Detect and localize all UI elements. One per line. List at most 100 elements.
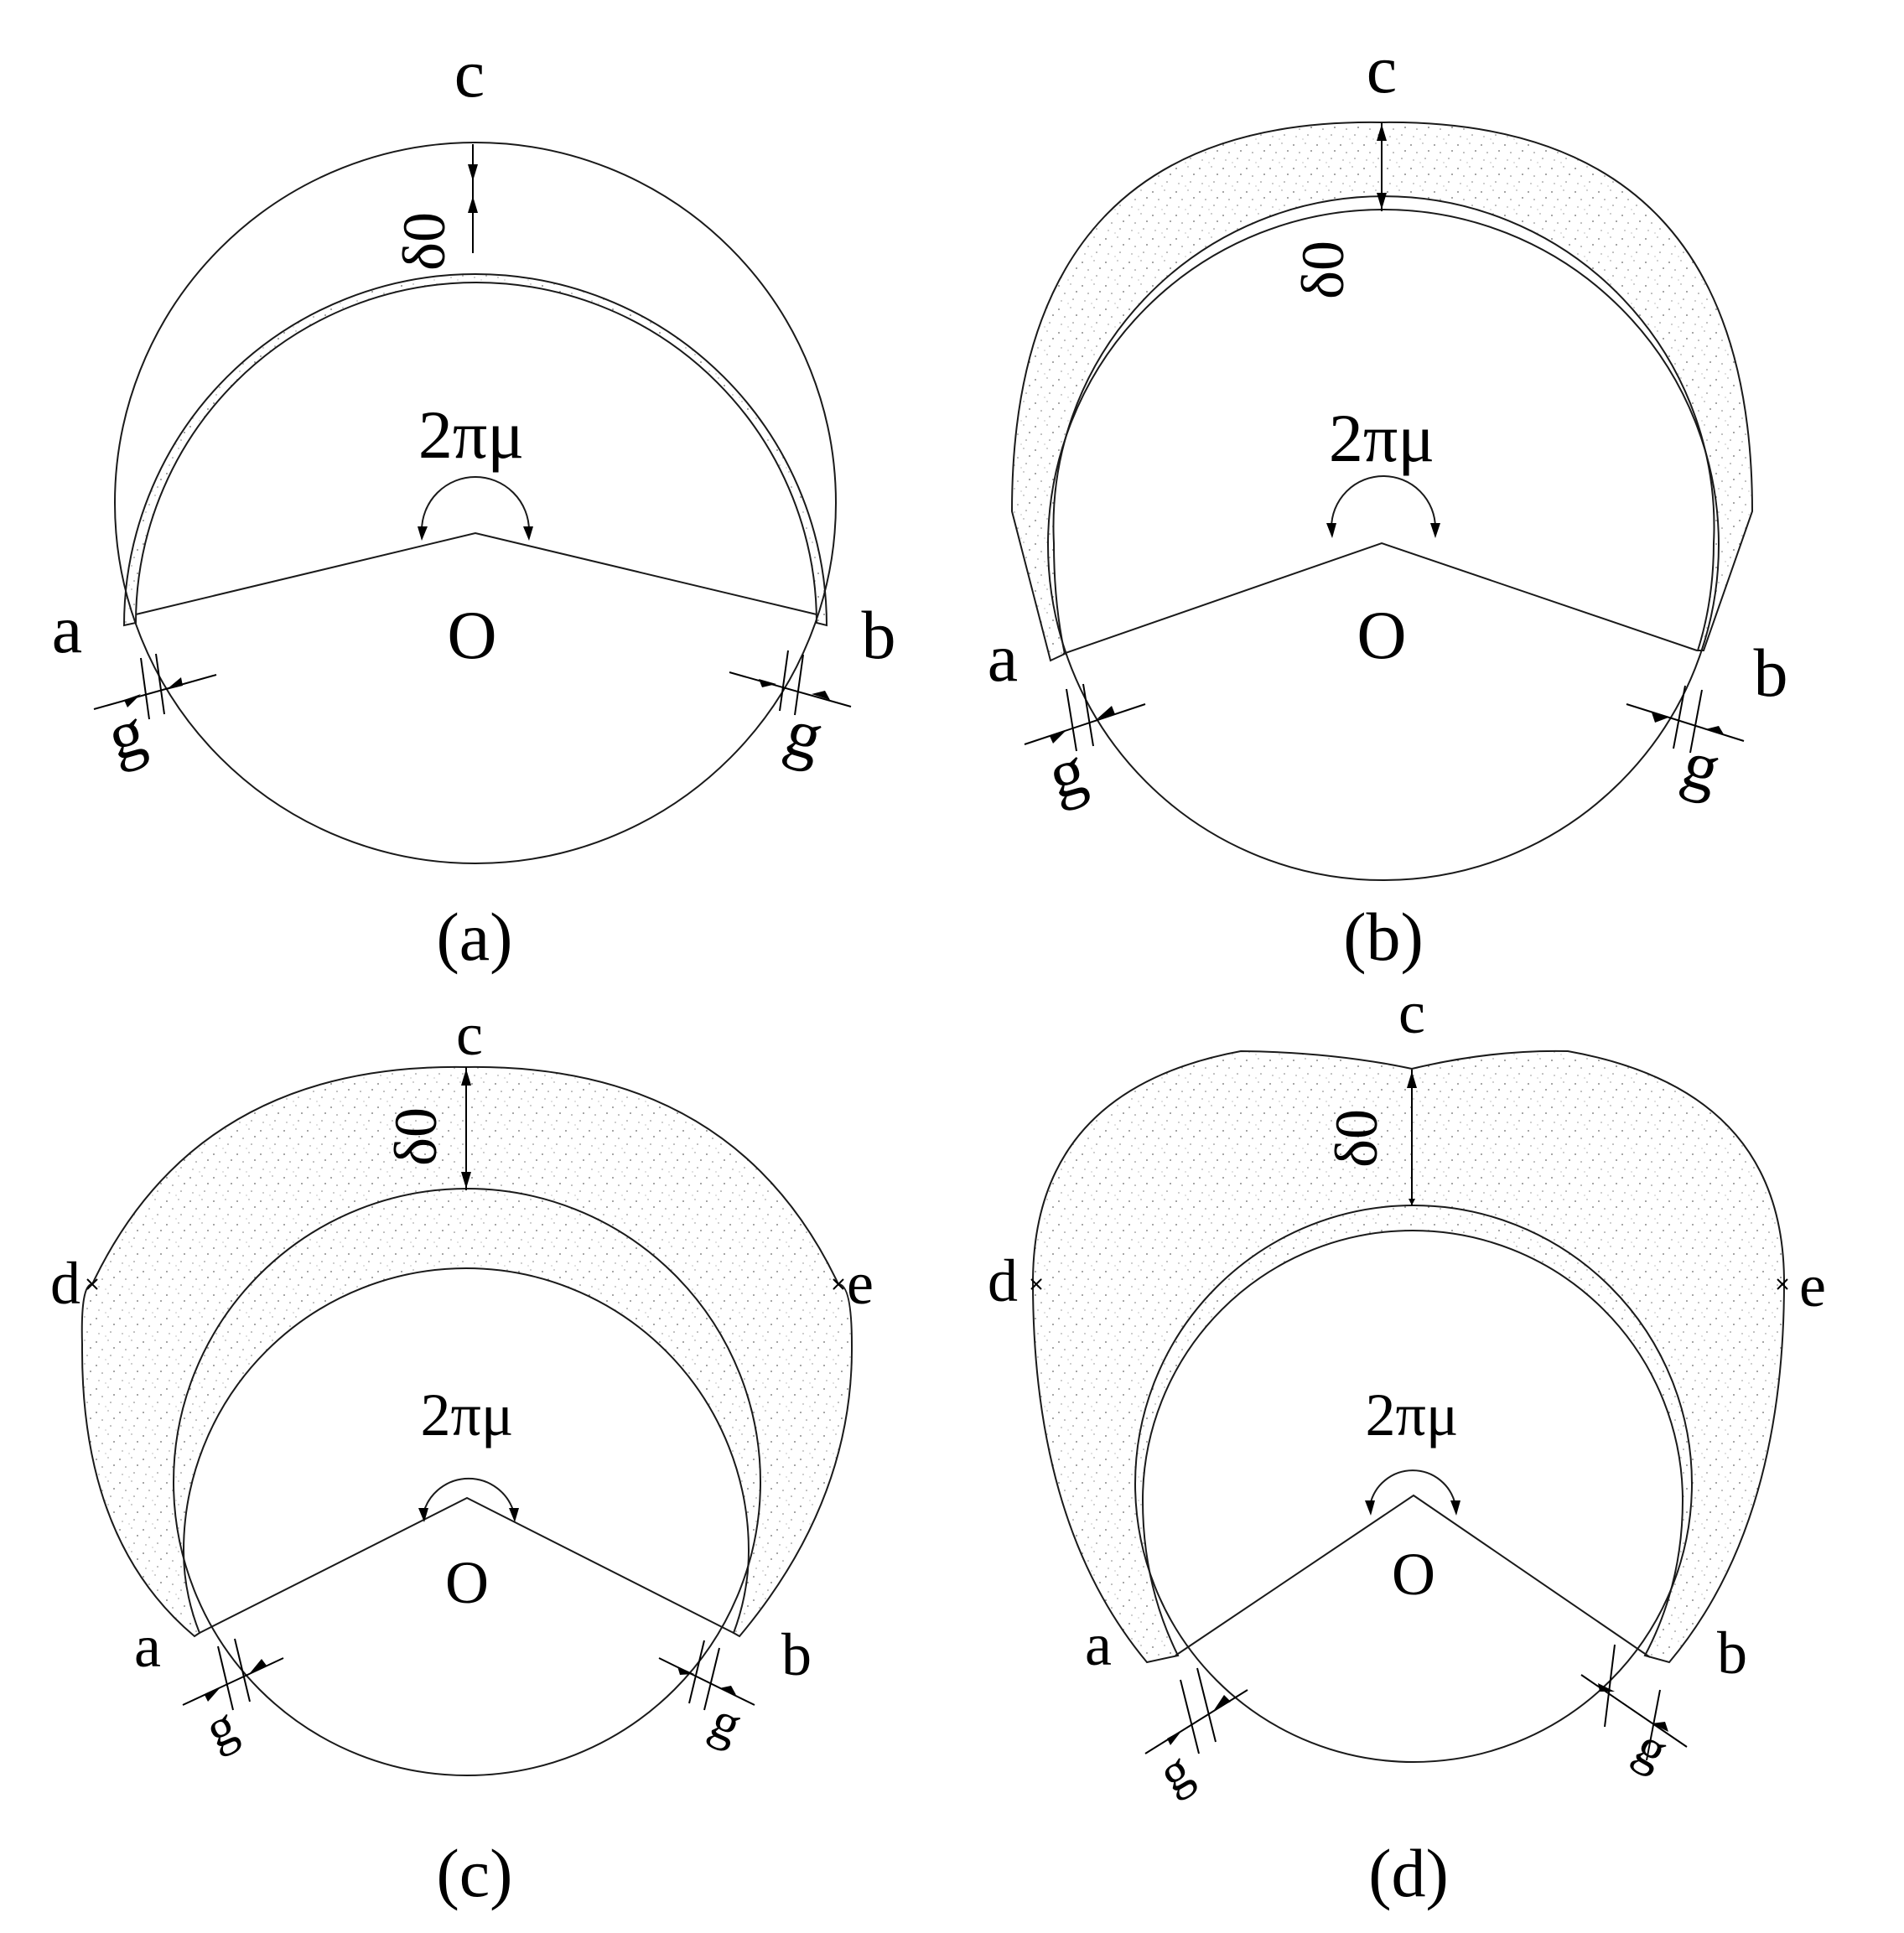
gap-tick-right-1 [779,650,789,712]
label-o: O [445,1549,489,1616]
angle-arrow-left [1365,1500,1375,1516]
gap-dimension-left [1024,703,1146,745]
angle-arc [1331,475,1436,529]
central-angle-lines [1062,542,1698,655]
label-b: b [1717,1619,1747,1687]
angle-arrow-right [1430,523,1440,538]
gap-arrow-left-1 [205,1688,220,1702]
panel-b: c δ0 2πμ O a b g g (b) [988,31,1788,975]
label-b: b [862,597,896,673]
gap-tick-right-2 [794,654,804,716]
tunnel-circle [1047,209,1720,881]
gap-arrow-right-1 [759,679,776,687]
panel-c: c δ0 d e 2πμ O a b g g (c) [50,1001,874,1911]
gap-tick-left-1 [140,657,150,720]
label-g-right: g [1674,724,1728,807]
marker-delta-foot [1409,1199,1415,1205]
gap-tick-right-2 [703,1647,720,1711]
delta-arrow-down [461,1172,471,1189]
gap-arrow-left-2 [250,1659,267,1673]
gap-arrow-left-1 [124,694,141,707]
delta-arrow-down [1377,193,1387,210]
gap-tick-right-1 [1604,1644,1616,1728]
gap-arrow-left-1 [1167,1730,1182,1745]
label-angle: 2πμ [418,396,524,473]
label-g-left: g [196,1694,245,1759]
label-e: e [847,1250,874,1317]
central-angle-lines [1175,1494,1651,1658]
angle-arc [423,1477,515,1514]
label-b: b [1754,635,1788,711]
angle-arrow-left [1326,523,1336,538]
label-g-right: g [777,692,831,775]
panel-a: c δ0 2πμ O a b g g (a) [52,35,896,975]
gap-arrow-left-1 [1050,730,1066,744]
gap-tick-left-2 [1196,1667,1217,1743]
gap-dimension-left [93,674,217,710]
angle-arrow-right [523,526,533,541]
label-o: O [447,597,496,673]
gap-tick-right-2 [1646,1689,1661,1761]
label-b: b [781,1621,812,1688]
gap-arrow-left-2 [1097,706,1115,719]
label-c: c [454,35,485,111]
angle-arrow-right [1450,1500,1460,1516]
gap-tick-left-1 [1180,1679,1200,1754]
gap-tick-left-1 [217,1645,234,1711]
angle-arrow-left [418,526,428,541]
label-g-left: g [1149,1739,1201,1804]
gap-tick-right-2 [1689,689,1703,754]
gap-tick-left-2 [1082,683,1094,747]
angle-arrow-left [418,1508,428,1522]
label-d: d [50,1250,80,1317]
label-delta: δ0 [391,212,458,271]
label-e: e [1799,1252,1826,1319]
delta-arrow-up [461,1069,471,1086]
gap-tick-left-2 [234,1638,251,1702]
label-delta: δ0 [1289,241,1357,299]
label-a: a [988,619,1018,696]
gap-tick-left-1 [1066,688,1077,752]
label-d: d [988,1247,1018,1314]
label-c: c [1367,31,1397,107]
delta-arrow-up [1377,124,1387,141]
label-g-left: g [1040,731,1093,814]
gap-tick-right-1 [688,1640,705,1704]
gap-arrow-right-1 [1652,713,1668,723]
central-angle-lines [199,1496,734,1634]
delta-arrow-up [1407,1071,1417,1088]
gap-dimension-right [729,671,852,707]
label-angle: 2πμ [421,1381,514,1448]
gap-arrow-left-2 [166,677,183,690]
gap-dimension-left [1144,1689,1248,1754]
angle-arc [421,476,530,531]
label-c: c [1398,979,1425,1046]
panel-d: c δ0 d e 2πμ O a b g g (d) [988,979,1826,1911]
gap-arrow-right-2 [719,1686,736,1695]
label-o: O [1392,1541,1435,1608]
gap-arrow-left-2 [1214,1695,1231,1710]
lining-shell [122,273,828,627]
label-o: O [1357,597,1406,673]
label-a: a [1085,1611,1112,1678]
caption-b: (b) [1343,899,1424,975]
marker-e [1777,1278,1788,1290]
tunnel-circle [1134,1205,1693,1763]
gap-arrow-right-1 [1598,1683,1615,1692]
marker-e [833,1278,844,1290]
gap-arrow-right-1 [677,1666,694,1675]
caption-d: (d) [1368,1835,1449,1911]
label-g-right: g [1626,1716,1678,1780]
label-angle: 2πμ [1366,1381,1459,1448]
delta-arrow-up [468,196,478,213]
gap-dimension-right [658,1657,755,1706]
label-g-right: g [703,1689,751,1754]
label-g-left: g [99,692,153,775]
label-delta: δ0 [382,1107,449,1166]
label-a: a [134,1613,161,1680]
lining-shell [80,1065,853,1638]
label-angle: 2πμ [1329,400,1434,476]
label-a: a [52,591,82,667]
